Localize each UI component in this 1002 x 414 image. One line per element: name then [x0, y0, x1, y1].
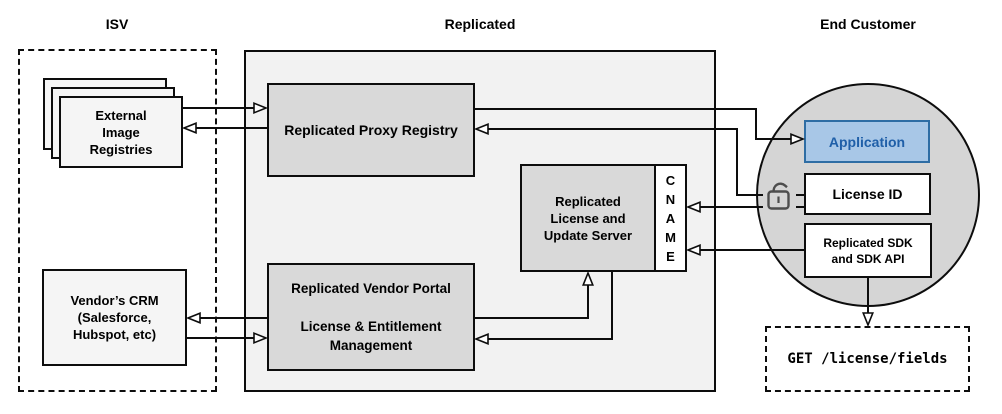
- vendor-crm-box: Vendor’s CRM (Salesforce, Hubspot, etc): [42, 269, 187, 366]
- license-id-box: License ID: [804, 173, 931, 215]
- application-box: Application: [804, 120, 930, 163]
- get-license-fields-box: GET /license/fields: [765, 326, 970, 392]
- end-customer-section-title: End Customer: [820, 16, 916, 32]
- replicated-section-title: Replicated: [444, 16, 516, 32]
- cname-box: C N A M E: [654, 164, 687, 272]
- isv-section-title: ISV: [105, 16, 129, 32]
- license-update-server-box: Replicated License and Update Server: [520, 164, 656, 272]
- proxy-registry-box: Replicated Proxy Registry: [267, 83, 475, 177]
- vendor-portal-box: Replicated Vendor Portal License & Entit…: [267, 263, 475, 371]
- isv-container: [18, 49, 217, 392]
- replicated-sdk-box: Replicated SDK and SDK API: [804, 223, 932, 278]
- external-image-registries-box: External Image Registries: [59, 96, 183, 168]
